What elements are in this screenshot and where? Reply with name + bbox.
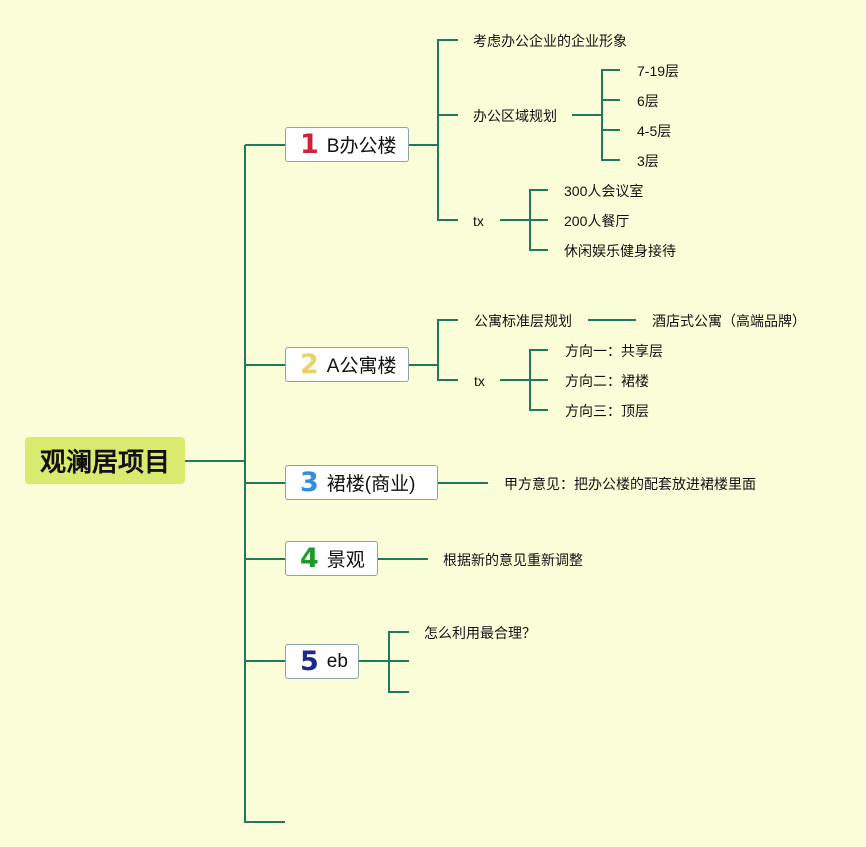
subtopic-readjust[interactable]: 根据新的意见重新调整 — [443, 552, 583, 568]
number-1-icon: 1 — [300, 129, 319, 160]
number-5-icon: 5 — [300, 646, 319, 677]
leaf-meeting-room[interactable]: 300人会议室 — [564, 183, 644, 199]
topic-landscape[interactable]: 4 景观 — [285, 541, 378, 576]
connector-t1-c2-bracket — [601, 69, 620, 161]
number-4-icon: 4 — [300, 543, 319, 574]
connector-trunk — [244, 145, 285, 823]
topic-a-apartment[interactable]: 2 A公寓楼 — [285, 347, 409, 382]
subtopic-client-opinion[interactable]: 甲方意见：把办公楼的配套放进裙楼里面 — [504, 476, 756, 492]
leaf-leisure[interactable]: 休闲娱乐健身接待 — [564, 243, 676, 259]
topic-label: B办公楼 — [326, 136, 397, 157]
root-topic[interactable]: 观澜居项目 — [25, 437, 185, 484]
topic-label: 裙楼(商业) — [326, 474, 416, 495]
leaf-floors-4-5[interactable]: 4-5层 — [637, 123, 672, 139]
subtopic-apartment-planning[interactable]: 公寓标准层规划 — [474, 313, 572, 329]
leaf-direction-3[interactable]: 方向三：顶层 — [565, 403, 649, 419]
topic-label: A公寓楼 — [326, 356, 397, 377]
leaf-hotel-apartment[interactable]: 酒店式公寓（高端品牌） — [652, 313, 806, 329]
leaf-floors-7-19[interactable]: 7-19层 — [637, 63, 680, 79]
connector-t1-bracket — [437, 39, 458, 221]
connector-t2-bracket — [437, 319, 458, 381]
root-topic-label: 观澜居项目 — [39, 447, 170, 477]
number-3-icon: 3 — [300, 467, 319, 498]
topic-label: 景观 — [326, 550, 365, 571]
leaf-restaurant[interactable]: 200人餐厅 — [564, 213, 630, 229]
topic-b-office[interactable]: 1 B办公楼 — [285, 127, 409, 162]
topic-eb[interactable]: 5 eb — [285, 644, 359, 679]
subtopic-best-use[interactable]: 怎么利用最合理？ — [424, 625, 536, 641]
leaf-floor-3[interactable]: 3层 — [637, 153, 659, 169]
number-2-icon: 2 — [300, 349, 319, 380]
subtopic-tx-apartment[interactable]: tx — [474, 373, 485, 389]
leaf-direction-2[interactable]: 方向二：裙楼 — [565, 373, 649, 389]
subtopic-enterprise-image[interactable]: 考虑办公企业的企业形象 — [473, 33, 627, 49]
subtopic-tx-office[interactable]: tx — [473, 213, 484, 229]
topic-podium-commercial[interactable]: 3 裙楼(商业) — [285, 465, 438, 500]
leaf-direction-1[interactable]: 方向一：共享层 — [565, 343, 663, 359]
leaf-floor-6[interactable]: 6层 — [637, 93, 659, 109]
topic-label: eb — [326, 650, 348, 672]
subtopic-office-planning[interactable]: 办公区域规划 — [473, 108, 557, 124]
